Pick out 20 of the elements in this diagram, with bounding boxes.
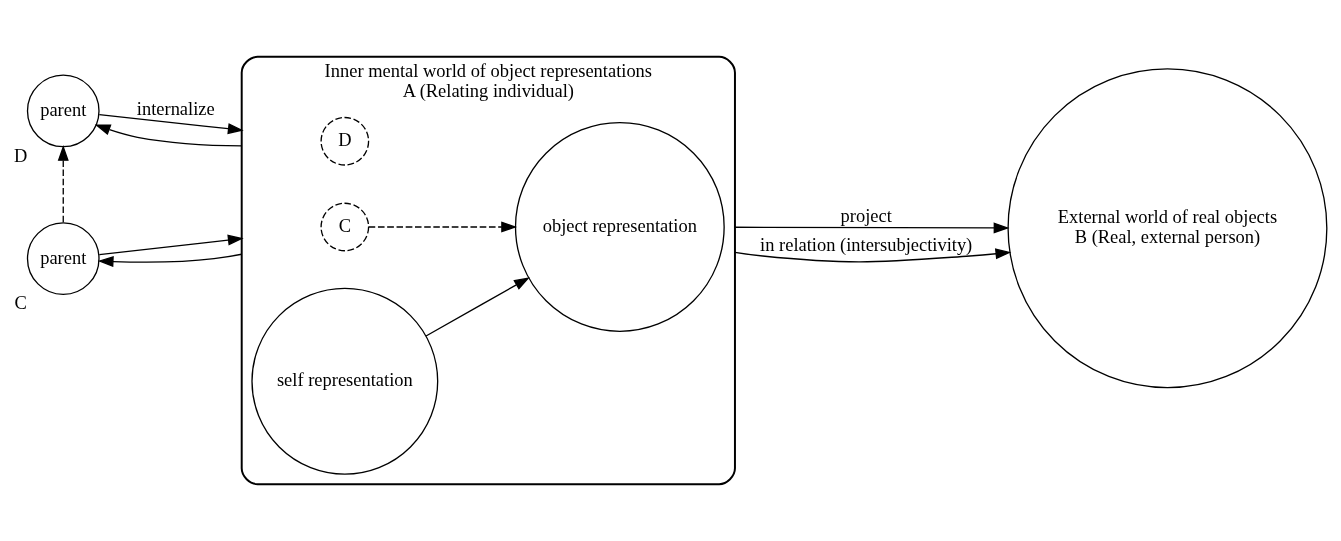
arrow: [97, 253, 243, 268]
arrow: [94, 124, 243, 147]
node-label: D: [13, 145, 28, 166]
node-circle: parent: [26, 222, 100, 296]
node-circle: self representation: [251, 287, 439, 475]
node-circle: C: [320, 202, 370, 252]
edge-label: in relation (intersubjectivity): [760, 234, 973, 255]
node-circle: D: [320, 116, 370, 166]
node-label: C: [14, 293, 27, 314]
node-circle: parent: [26, 74, 100, 148]
edge-label: internalize: [136, 99, 215, 120]
arrow: [98, 114, 244, 135]
arrow: [368, 221, 518, 233]
arrow: [57, 145, 69, 223]
arrow: [734, 248, 1012, 263]
node-circle: External world of real objects B (Real, external person): [1007, 68, 1328, 389]
arrow: [425, 277, 530, 337]
arrow: [98, 234, 244, 256]
edge-label: project: [840, 205, 892, 226]
arrow: [734, 222, 1010, 234]
